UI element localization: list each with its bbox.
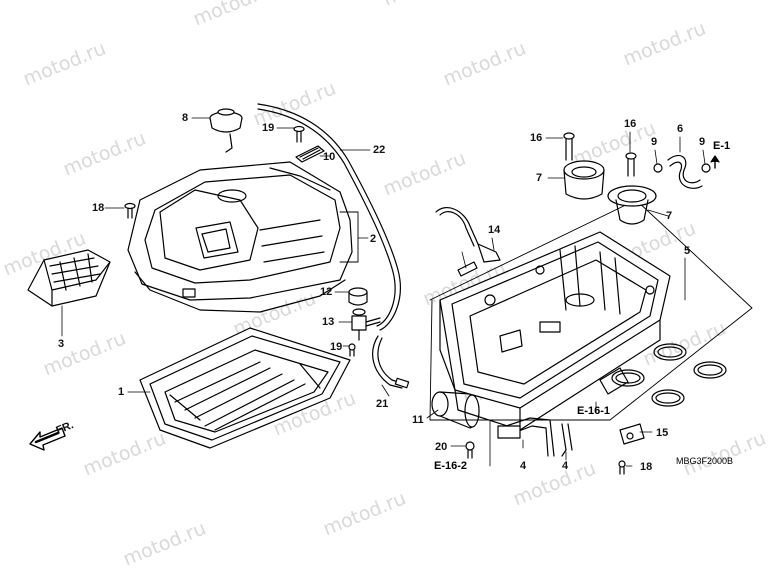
part-number[interactable]: 15 [656, 427, 669, 439]
arrow-icon [710, 155, 720, 169]
oil-filter [431, 391, 480, 429]
reference-label[interactable]: E-1 [713, 140, 731, 152]
part-number[interactable]: 18 [640, 461, 653, 473]
air-filter [139, 327, 351, 449]
part-number[interactable]: 18 [92, 202, 105, 214]
bolt-part [563, 132, 637, 177]
diagram-code: MBG3F2000B [676, 456, 734, 466]
part-number[interactable]: 20 [435, 441, 448, 453]
valve-part [351, 308, 381, 341]
foam-element [27, 249, 111, 307]
part-number[interactable]: 14 [488, 224, 501, 236]
tube-part [653, 155, 711, 189]
o-ring-set [611, 343, 727, 407]
part-number[interactable]: 2 [370, 233, 377, 245]
part-number[interactable]: 11 [412, 414, 424, 426]
sensor-part [618, 423, 645, 475]
part-number[interactable]: 5 [684, 245, 691, 257]
part-number[interactable]: 3 [58, 338, 65, 350]
part-number[interactable]: 13 [322, 316, 335, 328]
bolt-part [124, 125, 305, 219]
clip-part [295, 145, 325, 163]
part-number[interactable]: 9 [651, 136, 658, 148]
grommet [348, 287, 368, 306]
drain-hose [372, 335, 410, 389]
part-number[interactable]: 6 [677, 123, 684, 135]
part-number[interactable]: 12 [320, 286, 333, 298]
part-number[interactable]: 9 [699, 136, 706, 148]
part-number[interactable]: 16 [530, 132, 543, 144]
reference-label[interactable]: E-16-1 [577, 405, 611, 417]
part-number[interactable]: 22 [373, 144, 386, 156]
part-number[interactable]: 1 [118, 386, 125, 398]
collar-part [563, 160, 657, 225]
oil-pipe [497, 417, 573, 457]
part-number[interactable]: 7 [666, 210, 673, 222]
part-number[interactable]: 8 [182, 112, 189, 124]
bracket-2 [339, 211, 359, 263]
part-number[interactable]: 4 [562, 460, 569, 472]
breather-tube [257, 103, 401, 331]
fitting-part [457, 261, 478, 277]
front-direction-arrow-icon [29, 427, 66, 451]
leader-lines [61, 117, 706, 467]
part-number[interactable]: 19 [262, 122, 275, 134]
part-number[interactable]: 10 [323, 151, 336, 163]
part-number[interactable]: 21 [376, 398, 389, 410]
part-number[interactable]: 7 [536, 172, 543, 184]
part-number[interactable]: 19 [330, 341, 343, 353]
reference-label[interactable]: E-16-2 [434, 460, 468, 472]
part-number[interactable]: 4 [520, 460, 527, 472]
pipe-part [435, 207, 501, 263]
part-number[interactable]: 16 [624, 118, 637, 130]
air-cleaner-cover [127, 161, 353, 313]
cap-part [209, 108, 243, 153]
